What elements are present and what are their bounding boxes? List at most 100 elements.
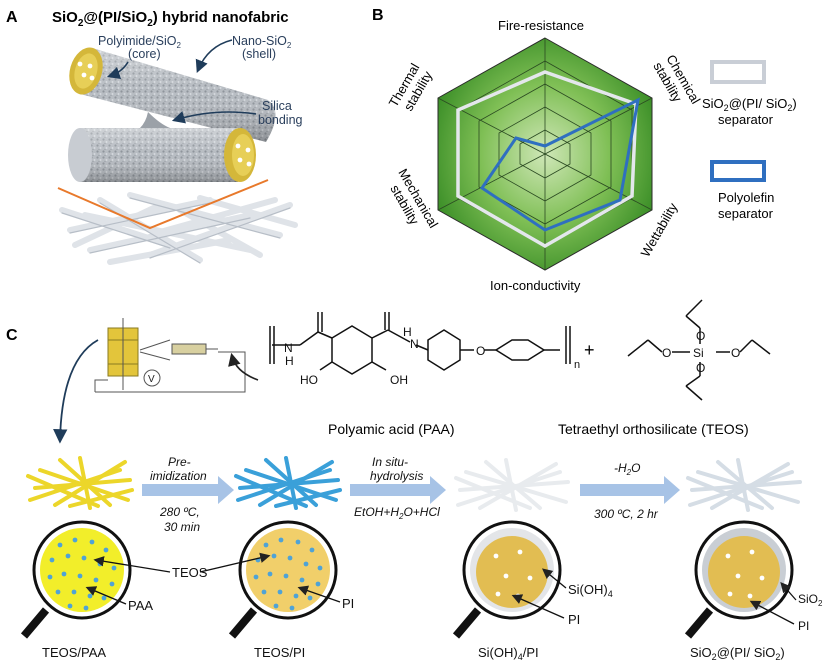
setup-to-mat-arrow — [53, 339, 99, 444]
process-arrow-2 — [350, 476, 446, 504]
axis-ion-conductivity: Ion-conductivity — [490, 278, 581, 293]
stage-name-teos-pi: TEOS/PI — [254, 645, 305, 660]
label-sioh4-callout: Si(OH)4 — [568, 582, 613, 599]
pores-4 — [725, 549, 765, 599]
label-pi-callout-4: PI — [798, 619, 809, 633]
arrow3-text-2: 300 ºC, 2 hr — [594, 507, 659, 521]
svg-text:n: n — [574, 359, 580, 371]
paa-to-setup-arrow — [228, 352, 259, 381]
ptr-pi-3 — [511, 594, 565, 619]
label-core: Polyimide/SiO2 — [98, 34, 182, 50]
series-polyolefin-separator — [479, 97, 641, 232]
axis-thermal-stability: Thermalstability — [386, 61, 436, 117]
label-silica: Silica — [262, 99, 292, 113]
panel-b-letter: B — [372, 7, 384, 24]
mat-sioh4-pi — [454, 458, 570, 512]
mat-teos-paa — [26, 456, 134, 510]
label-shell: Nano-SiO2 — [232, 34, 292, 50]
arrow2-text-2: hydrolysis — [370, 469, 423, 483]
panel-c-letter: C — [6, 327, 18, 344]
svg-text:O: O — [696, 361, 705, 375]
label-shell-sub: (shell) — [242, 47, 276, 61]
svg-text:H: H — [285, 354, 294, 368]
ptr-sioh4 — [541, 568, 567, 589]
teos-dots-1 — [47, 537, 117, 611]
radar-chart — [437, 37, 653, 271]
ptr-pi-4 — [749, 600, 795, 625]
axis-mechanical-stability: Mechanicalstability — [382, 166, 441, 238]
process-arrow-3 — [580, 476, 680, 504]
svg-text:H: H — [403, 325, 412, 339]
silica-bond — [140, 112, 170, 128]
axis-chemical-stability: Chemicalstability — [650, 52, 703, 114]
electrospinning-setup: V — [94, 318, 246, 393]
legend-label-sio2-sep: separator — [718, 112, 774, 127]
label-teos-callout: TEOS — [172, 565, 208, 580]
svg-text:OH: OH — [390, 373, 408, 387]
process-row: Pre- imidization 280 ºC, 30 min In situ-… — [20, 455, 823, 662]
svg-text:O: O — [731, 346, 740, 360]
svg-text:HO: HO — [300, 373, 318, 387]
svg-text:Si: Si — [693, 346, 704, 360]
legend-label-polyolefin-sep: separator — [718, 206, 774, 221]
magnifier-teos-pi — [228, 520, 338, 639]
ptr-sio2 — [780, 582, 797, 601]
voltage-label: V — [148, 374, 155, 385]
paa-structure — [269, 312, 571, 375]
arrow1-text-4: 30 min — [164, 520, 200, 534]
arrow1-text-3: 280 ºC, — [159, 505, 200, 519]
stage-name-teos-paa: TEOS/PAA — [42, 645, 106, 660]
callout-core-arrow — [106, 61, 129, 80]
teos-dots-2 — [253, 537, 323, 611]
stage-name-sio2-pi-sio2: SiO2@(PI/ SiO2) — [690, 645, 785, 662]
arrow1-text-2: imidization — [150, 469, 207, 483]
ptr-pi-2 — [297, 585, 341, 603]
legend-swatch-sio2 — [710, 60, 766, 84]
svg-text:O: O — [662, 346, 671, 360]
stage-name-sioh4-pi: Si(OH)4/PI — [478, 645, 539, 662]
magnifier-sio2-pi-sio2 — [684, 520, 794, 639]
ptr-teos-2 — [199, 552, 271, 573]
paa-name: Polyamic acid (PAA) — [328, 421, 455, 437]
arrow3-text-1: -H2O — [614, 461, 640, 477]
teos-name: Tetraethyl orthosilicate (TEOS) — [558, 421, 749, 437]
svg-text:N: N — [284, 341, 293, 355]
paa-atoms: N H N H O HO OH n — [284, 325, 580, 387]
fiber-mat — [59, 192, 298, 265]
arrow2-text-3: EtOH+H2O+HCl — [354, 505, 440, 521]
core-shell-fiber-bottom — [68, 128, 256, 182]
panel-a-letter: A — [6, 9, 18, 26]
mat-sio2-pi-sio2 — [686, 458, 802, 512]
legend-label-polyolefin: Polyolefin — [718, 190, 774, 205]
arrow2-text-1: In situ- — [372, 455, 408, 469]
ptr-teos-1 — [93, 556, 171, 573]
legend-swatch-polyolefin — [710, 160, 766, 182]
label-paa-callout: PAA — [128, 598, 153, 613]
teos-atoms: Si O O O O — [662, 329, 740, 375]
label-pi-callout-2: PI — [342, 596, 354, 611]
legend: SiO2@(PI/ SiO2) separator Polyolefin sep… — [702, 60, 797, 221]
plus-sign: + — [584, 340, 595, 360]
panel-a-title: SiO2@(PI/SiO2) hybrid nanofabric — [52, 9, 289, 29]
voltage-source — [143, 369, 161, 387]
axis-fire-resistance: Fire-resistance — [498, 18, 584, 33]
label-pi-callout-3: PI — [568, 612, 580, 627]
callout-shell-arrow — [195, 39, 233, 73]
core-shell-fiber-top — [69, 47, 276, 142]
process-arrow-1 — [142, 476, 234, 504]
arrow1-text-1: Pre- — [168, 455, 191, 469]
svg-text:N: N — [410, 337, 419, 351]
svg-text:O: O — [476, 344, 485, 358]
cut-line — [57, 179, 269, 230]
ptr-paa — [85, 586, 127, 605]
svg-text:O: O — [696, 329, 705, 343]
label-bonding: bonding — [258, 113, 303, 127]
label-core-sub: (core) — [128, 47, 161, 61]
callout-bond-arrow — [171, 111, 257, 124]
magnifier-sioh4-pi — [452, 520, 562, 639]
label-sio2-callout: SiO2 — [798, 592, 823, 608]
mat-teos-pi — [234, 456, 342, 510]
legend-label-sio2: SiO2@(PI/ SiO2) — [702, 96, 797, 113]
teos-structure — [627, 299, 771, 401]
